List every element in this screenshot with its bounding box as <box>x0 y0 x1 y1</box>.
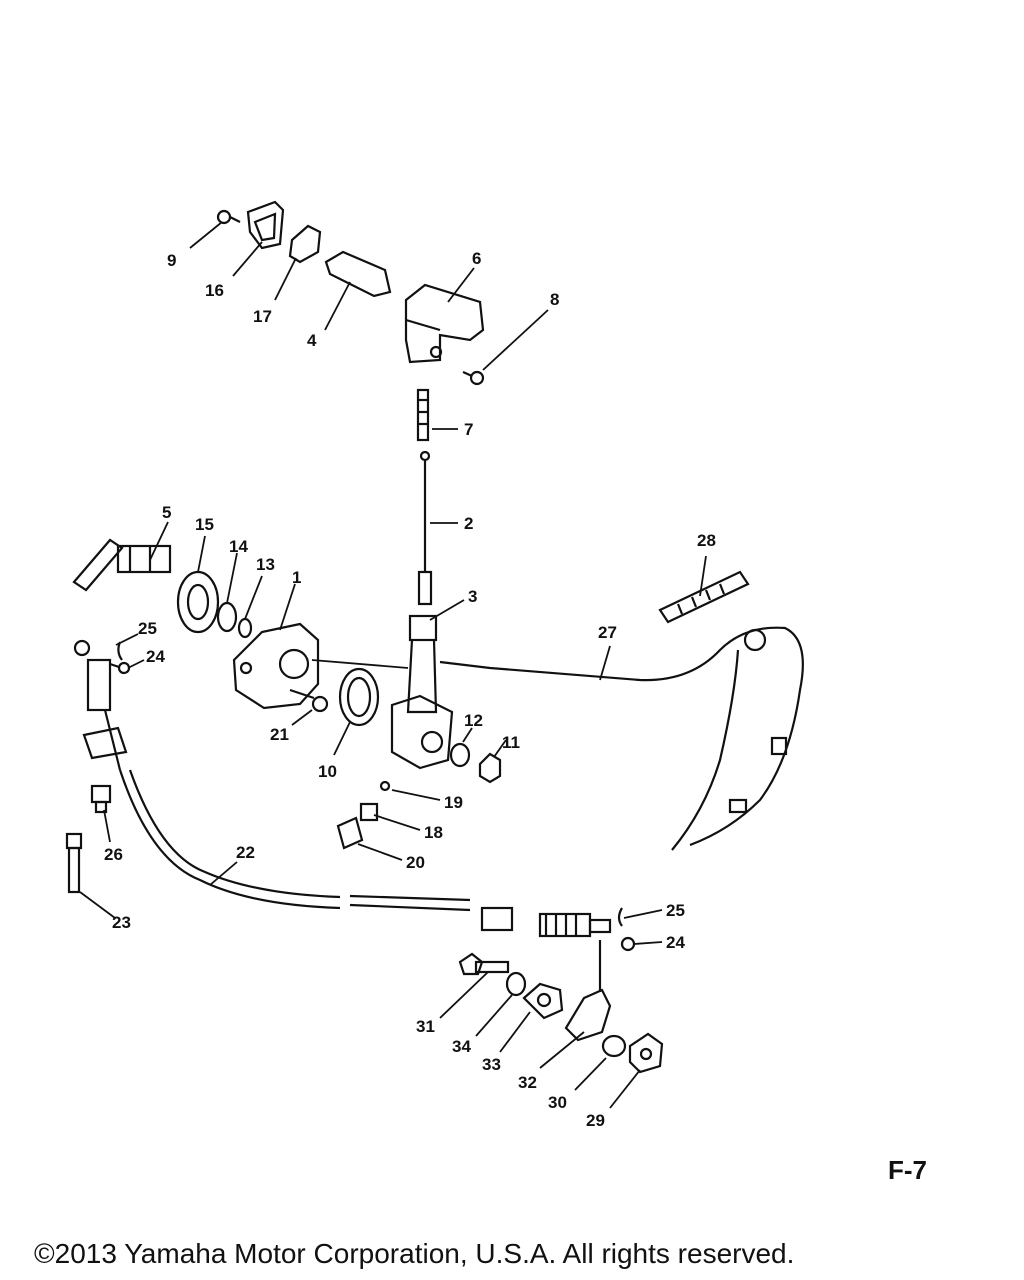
callout-24b: 24 <box>666 933 685 952</box>
callout-10: 10 <box>318 762 337 781</box>
callout-11: 11 <box>502 733 520 752</box>
part-4-lever-plate[interactable] <box>324 250 392 298</box>
callout-17: 17 <box>253 307 272 326</box>
callout-9: 9 <box>167 251 176 270</box>
part-26-grommet[interactable] <box>90 784 112 814</box>
part-7-spring[interactable] <box>416 388 430 442</box>
part-2-rod[interactable] <box>417 450 433 606</box>
part-10-seal[interactable] <box>338 667 380 727</box>
part-31-bolt[interactable] <box>458 952 510 976</box>
callout-26: 26 <box>104 845 123 864</box>
leader-lines <box>79 221 707 1109</box>
part-19-ball[interactable] <box>379 780 391 792</box>
part-25b-clip[interactable] <box>617 907 623 927</box>
callout-33: 33 <box>482 1055 501 1074</box>
part-21-bolt[interactable] <box>289 688 329 713</box>
page-code: F-7 <box>888 1155 927 1185</box>
callout-labels: 9 16 17 4 6 8 7 2 3 5 15 14 13 1 21 10 1… <box>104 249 716 1130</box>
callout-25a: 25 <box>138 619 157 638</box>
callout-5: 5 <box>162 503 171 522</box>
part-11-nut[interactable] <box>478 752 502 784</box>
callout-6: 6 <box>472 249 481 268</box>
callout-20: 20 <box>406 853 425 872</box>
part-6-grip-handle[interactable] <box>404 283 485 364</box>
part-33-cam[interactable] <box>522 982 564 1020</box>
part-34-washer[interactable] <box>505 971 527 997</box>
part-9-screw[interactable] <box>216 209 241 225</box>
callout-14: 14 <box>229 537 248 556</box>
part-32-lever[interactable] <box>564 940 612 1042</box>
part-3-tiller-arm[interactable] <box>390 614 454 770</box>
part-25a-clip[interactable] <box>117 641 123 661</box>
callout-18: 18 <box>424 823 443 842</box>
callout-23: 23 <box>112 913 131 932</box>
part-13-o-ring[interactable] <box>237 617 253 639</box>
callout-25b: 25 <box>666 901 685 920</box>
callout-15: 15 <box>195 515 214 534</box>
callout-21: 21 <box>270 725 289 744</box>
callout-13: 13 <box>256 555 275 574</box>
callout-22: 22 <box>236 843 255 862</box>
callout-29: 29 <box>586 1111 605 1130</box>
part-18-spring[interactable] <box>359 802 379 822</box>
callout-19: 19 <box>444 793 463 812</box>
part-29-plate[interactable] <box>628 1032 664 1074</box>
part-24b-pin[interactable] <box>620 936 636 952</box>
callout-27: 27 <box>598 623 617 642</box>
part-15-bushing[interactable] <box>176 570 220 634</box>
part-14-washer[interactable] <box>216 601 238 633</box>
callout-2: 2 <box>464 514 473 533</box>
part-27-cable[interactable] <box>439 626 804 851</box>
callout-12: 12 <box>464 711 483 730</box>
part-8-bolt[interactable] <box>462 370 485 386</box>
callout-30: 30 <box>548 1093 567 1112</box>
callout-28: 28 <box>697 531 716 550</box>
part-30-collar[interactable] <box>601 1034 627 1058</box>
callout-31: 31 <box>416 1017 435 1036</box>
callout-24a: 24 <box>146 647 165 666</box>
callout-32: 32 <box>518 1073 537 1092</box>
callout-4: 4 <box>307 331 317 350</box>
part-12-washer[interactable] <box>449 742 471 768</box>
callout-7: 7 <box>464 420 473 439</box>
part-22-cable[interactable] <box>118 769 612 938</box>
part-20-cap[interactable] <box>336 816 364 850</box>
callout-16: 16 <box>205 281 224 300</box>
copyright-notice: ©2013 Yamaha Motor Corporation, U.S.A. A… <box>34 1238 795 1269</box>
callout-1: 1 <box>292 568 301 587</box>
part-1-housing[interactable] <box>232 622 320 710</box>
part-23-tie[interactable] <box>65 832 83 894</box>
part-16-bracket[interactable] <box>246 200 285 250</box>
callout-34: 34 <box>452 1037 471 1056</box>
link-rod-left[interactable] <box>73 639 128 771</box>
part-24a-pin[interactable] <box>109 661 131 675</box>
part-28-strap[interactable] <box>658 570 750 624</box>
callout-3: 3 <box>468 587 477 606</box>
callout-8: 8 <box>550 290 559 309</box>
part-17-pad[interactable] <box>288 224 322 264</box>
